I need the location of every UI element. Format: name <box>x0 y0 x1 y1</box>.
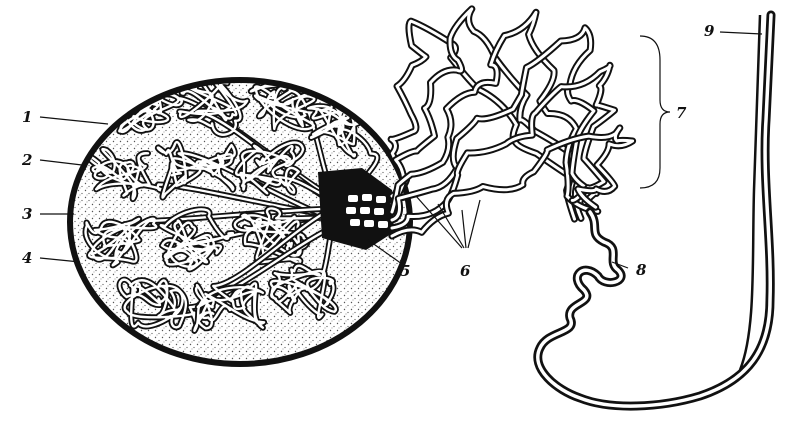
label-2: 2 <box>21 151 32 169</box>
label-8: 8 <box>636 261 647 279</box>
vas-deferens-side <box>740 15 760 370</box>
efferent-ductules <box>391 9 632 236</box>
label-7: 7 <box>676 104 687 122</box>
label-6: 6 <box>460 262 471 280</box>
label-3: 3 <box>22 205 32 223</box>
label-1: 1 <box>22 108 32 126</box>
label-5: 5 <box>400 262 410 280</box>
label-4: 4 <box>22 249 32 267</box>
label-9: 9 <box>704 22 715 40</box>
bracket-7 <box>640 36 670 188</box>
